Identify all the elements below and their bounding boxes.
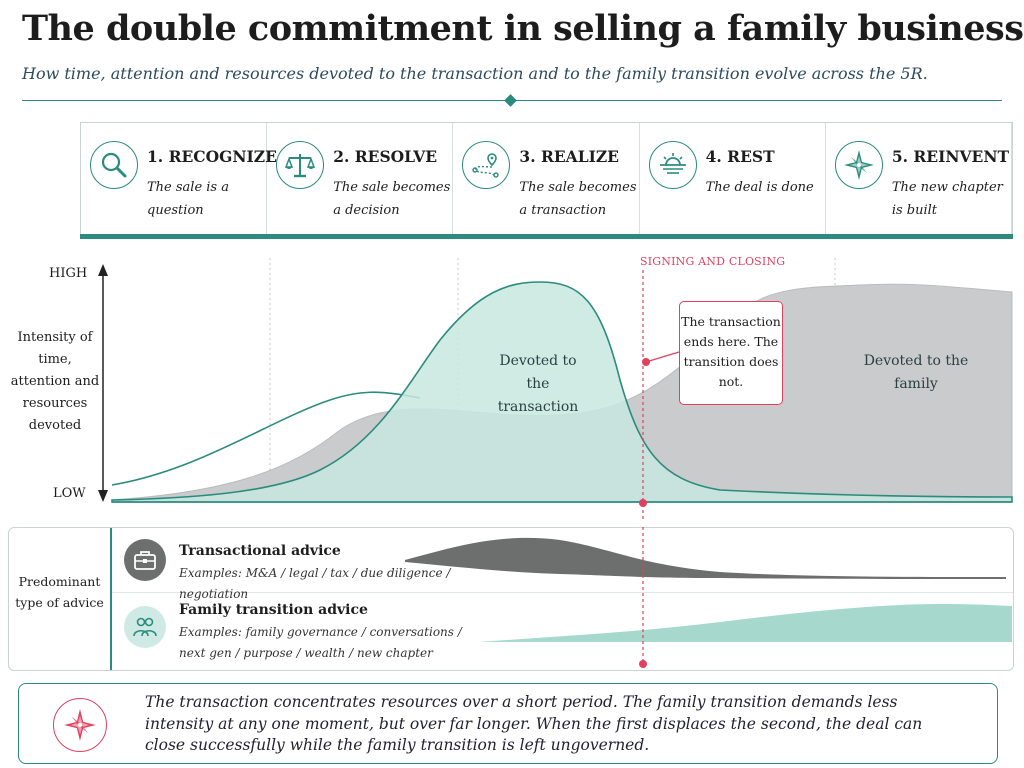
compass-icon bbox=[53, 698, 107, 752]
transactional-advice-curve bbox=[405, 537, 1006, 579]
compass-icon bbox=[834, 141, 883, 189]
summary-note: The transaction concentrates resources o… bbox=[18, 683, 998, 764]
phase-title: 2. RESOLVE bbox=[333, 147, 438, 166]
route-pin-icon bbox=[462, 141, 511, 189]
phase-desc: The new chapter is built bbox=[891, 180, 1003, 218]
phase-title: 1. RECOGNIZE bbox=[147, 147, 277, 166]
intensity-chart bbox=[98, 258, 1013, 520]
y-axis-arrow-up bbox=[98, 264, 108, 276]
summary-note-text: The transaction concentrates resources o… bbox=[145, 693, 923, 754]
phases-bar bbox=[80, 234, 1013, 239]
transaction-area bbox=[111, 281, 1013, 503]
y-low-label: LOW bbox=[53, 486, 86, 501]
sunset-icon bbox=[648, 141, 697, 189]
page-title: The double commitment in selling a famil… bbox=[22, 8, 1024, 49]
briefcase-icon bbox=[124, 539, 166, 581]
advice-divider bbox=[110, 528, 112, 670]
page-subtitle: How time, attention and resources devote… bbox=[22, 64, 928, 83]
family-curve-early bbox=[111, 391, 421, 486]
phase-title: 5. REINVENT bbox=[891, 147, 1010, 166]
family-advice-curve bbox=[480, 604, 1012, 642]
phase-realize: 3. REALIZE The sale becomes a transactio… bbox=[453, 123, 640, 235]
people-icon bbox=[124, 606, 166, 648]
signing-dot-lower bbox=[639, 660, 647, 668]
advice-side-label: Predominant type of advice bbox=[15, 574, 104, 610]
y-high-label: HIGH bbox=[49, 266, 88, 281]
phase-desc: The sale is a question bbox=[147, 180, 229, 218]
phase-reinvent: 5. REINVENT The new chapter is built bbox=[826, 123, 1013, 235]
phase-rest: 4. REST The deal is done bbox=[640, 123, 826, 235]
phase-desc: The sale becomes a decision bbox=[333, 180, 451, 218]
y-axis-title: Intensity of time, attention and resourc… bbox=[10, 330, 100, 433]
phase-resolve: 2. RESOLVE The sale becomes a decision bbox=[267, 123, 454, 235]
transactional-advice-examples: Examples: M&A / legal / tax / due dilige… bbox=[179, 566, 451, 601]
callout-connector bbox=[645, 351, 680, 363]
signing-closing-label: SIGNING AND CLOSING bbox=[640, 255, 786, 268]
advice-panel: Predominant type of advice Transactional… bbox=[8, 527, 1014, 671]
signing-dot bbox=[639, 499, 647, 507]
phase-title: 3. REALIZE bbox=[519, 147, 619, 166]
family-area-label: Devoted to the family bbox=[863, 353, 969, 392]
phase-recognize: 1. RECOGNIZE The sale is a question bbox=[81, 123, 277, 235]
scales-icon bbox=[276, 141, 325, 189]
magnifier-icon bbox=[90, 141, 138, 189]
phase-title: 4. REST bbox=[705, 147, 775, 166]
family-advice-examples: Examples: family governance / conversati… bbox=[179, 625, 462, 660]
transaction-area-label: Devoted to the transaction bbox=[497, 353, 579, 415]
advice-row-divider bbox=[112, 592, 1013, 593]
phase-desc: The deal is done bbox=[705, 180, 814, 195]
callout-box: The transaction ends here. The transitio… bbox=[679, 301, 783, 405]
transactional-advice-title: Transactional advice bbox=[179, 543, 341, 559]
y-axis-arrow-down bbox=[98, 490, 108, 502]
phases-strip: 1. RECOGNIZE The sale is a question 2. R… bbox=[80, 122, 1013, 239]
phase-desc: The sale becomes a transaction bbox=[519, 180, 637, 218]
family-advice-title: Family transition advice bbox=[179, 602, 368, 618]
